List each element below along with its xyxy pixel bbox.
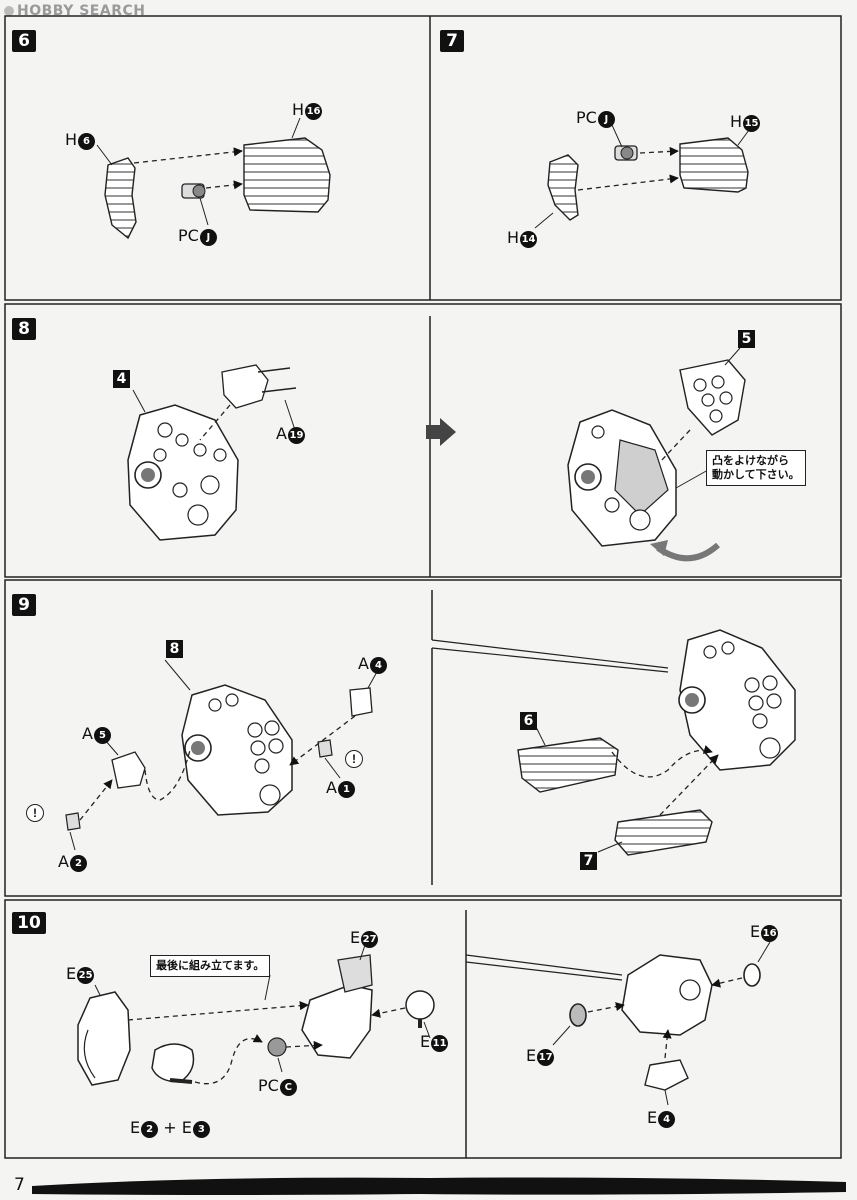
watermark: HOBBY SEARCH bbox=[4, 3, 145, 19]
step-number-8: 8 bbox=[12, 318, 36, 340]
note-line-1: 凸をよけながら bbox=[712, 455, 789, 467]
watermark-text: HOBBY SEARCH bbox=[17, 3, 146, 19]
instruction-note: 最後に組み立てます。 bbox=[150, 955, 271, 977]
next-arrow bbox=[426, 418, 456, 446]
step-number-6: 6 bbox=[12, 30, 36, 52]
row-frame-1 bbox=[4, 15, 842, 301]
step-number-9: 9 bbox=[12, 594, 36, 616]
row-frame-3 bbox=[4, 579, 842, 897]
row-frame-4 bbox=[4, 899, 842, 1159]
step6-drawing bbox=[96, 117, 331, 240]
logo-icon bbox=[4, 6, 14, 16]
assembly-ref-7: 7 bbox=[580, 852, 597, 870]
step-number-10: 10 bbox=[12, 912, 46, 934]
assembly-ref-5: 5 bbox=[738, 330, 755, 348]
instruction-note: 凸をよけながら動かして下さい。 bbox=[706, 450, 806, 486]
detail-lines bbox=[431, 639, 669, 981]
step9-right-drawing bbox=[517, 629, 796, 856]
row-frame-2 bbox=[4, 303, 842, 578]
caution-icon: ! bbox=[26, 804, 44, 822]
assembly-ref-6: 6 bbox=[520, 712, 537, 730]
step7-drawing bbox=[534, 124, 750, 229]
note-line-2: 動かして下さい。 bbox=[712, 469, 800, 481]
panel-frames bbox=[4, 15, 842, 1159]
step8-left-drawing bbox=[127, 364, 297, 541]
page-number: 7 bbox=[14, 1175, 25, 1195]
assembly-ref-4: 4 bbox=[113, 370, 130, 388]
step10-left-drawing bbox=[77, 944, 435, 1086]
footer-brush-stroke bbox=[32, 1177, 846, 1195]
step9-left-drawing bbox=[65, 659, 379, 851]
step10-right-drawing bbox=[552, 941, 771, 1106]
step8-right-drawing bbox=[567, 347, 746, 562]
assembly-ref-8: 8 bbox=[166, 640, 183, 658]
step-number-7: 7 bbox=[440, 30, 464, 52]
caution-icon: ! bbox=[345, 750, 363, 768]
